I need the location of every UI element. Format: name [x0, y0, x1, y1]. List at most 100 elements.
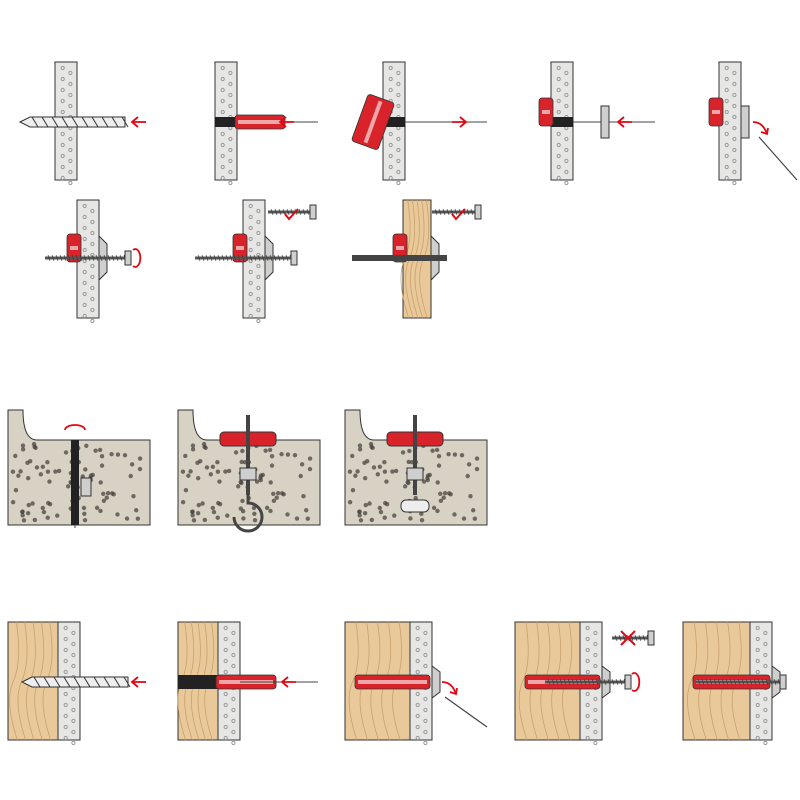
- arrow-left-icon: [130, 676, 146, 688]
- aggregate-dot: [202, 517, 208, 523]
- board-dot: [90, 208, 95, 214]
- board-dot: [396, 169, 401, 175]
- board-dot: [396, 147, 401, 153]
- aggregate-dot: [26, 502, 31, 508]
- screw-thread: [713, 678, 717, 686]
- board-dot: [724, 120, 729, 126]
- board-dot: [564, 70, 569, 76]
- drilled-hole: [178, 675, 220, 689]
- aggregate-dot: [190, 447, 196, 452]
- board-dot: [415, 713, 420, 719]
- board-dot: [724, 142, 729, 148]
- board-dot: [90, 263, 95, 269]
- screw-thread: [225, 254, 229, 262]
- board-dot: [564, 180, 569, 186]
- board-dot: [585, 636, 590, 642]
- board-dot: [724, 65, 729, 71]
- aggregate-dot: [377, 464, 383, 469]
- screw-thread: [583, 678, 587, 686]
- aggregate-dot: [435, 508, 440, 514]
- screw-thread: [245, 254, 249, 262]
- board-dot: [63, 658, 68, 664]
- screw-thread: [454, 208, 458, 216]
- board-dot: [388, 65, 393, 71]
- row3-step-2: [177, 409, 321, 533]
- aggregate-dot: [191, 518, 197, 523]
- arrow-left-icon: [130, 116, 146, 128]
- screw-thread: [571, 678, 575, 686]
- screw-thread: [745, 678, 749, 686]
- screw-head: [474, 204, 482, 220]
- board-dot: [228, 103, 233, 109]
- aggregate-dot: [292, 453, 298, 458]
- screw-thread: [111, 254, 115, 262]
- aggregate-dot: [307, 466, 313, 472]
- board-dot: [388, 131, 393, 137]
- board-dot: [223, 702, 228, 708]
- row3-step-1: [7, 409, 151, 528]
- drilled-hole: [383, 117, 405, 127]
- board-dot: [763, 663, 768, 669]
- aggregate-dot: [20, 447, 26, 452]
- board-dot: [82, 214, 87, 220]
- board-dot: [593, 718, 598, 724]
- screw-thread: [83, 254, 87, 262]
- board-dot: [556, 164, 561, 170]
- cross-icon: [620, 630, 636, 646]
- board-dot: [585, 669, 590, 675]
- board-dot: [71, 652, 76, 658]
- aggregate-dot: [190, 509, 195, 515]
- board-dot: [68, 169, 73, 175]
- screw-thread: [237, 254, 241, 262]
- board-dot: [256, 208, 261, 214]
- aggregate-dot: [45, 460, 50, 465]
- screw-thread: [769, 678, 773, 686]
- screw-thread: [615, 678, 619, 686]
- aggregate-dot: [425, 477, 430, 483]
- aggregate-dot: [382, 515, 387, 520]
- bolt: [352, 255, 447, 261]
- board-dot: [593, 729, 598, 735]
- aggregate-dot: [45, 469, 51, 474]
- screw-thread: [607, 678, 611, 686]
- board-dot: [228, 158, 233, 164]
- screw-thread: [611, 678, 615, 686]
- aggregate-dot: [210, 505, 215, 511]
- screw-thread: [438, 208, 442, 216]
- plug-channel: [70, 246, 78, 250]
- screw-thread: [709, 678, 713, 686]
- aggregate-dot: [238, 479, 243, 485]
- drill-flute: [121, 116, 129, 128]
- aggregate-dot: [208, 472, 214, 477]
- board-dot: [90, 241, 95, 247]
- board-dot: [396, 81, 401, 87]
- drill-flute: [33, 676, 41, 688]
- drill-flute: [111, 116, 119, 128]
- aggregate-dot: [358, 518, 364, 523]
- board-dot: [556, 76, 561, 82]
- board-dot: [388, 76, 393, 82]
- board-dot: [724, 131, 729, 137]
- aggregate-dot: [350, 488, 356, 493]
- aggregate-dot: [382, 469, 388, 474]
- aggregate-dot: [215, 515, 220, 520]
- aggregate-dot: [211, 509, 217, 515]
- board-dot: [732, 70, 737, 76]
- board-dot: [593, 696, 598, 702]
- board-dot: [90, 285, 95, 291]
- board-dot: [223, 691, 228, 697]
- aggregate-dot: [299, 462, 305, 467]
- drill-flute: [101, 116, 109, 128]
- board-dot: [415, 702, 420, 708]
- screw-head: [779, 674, 787, 690]
- board-dot: [585, 625, 590, 631]
- aggregate-dot: [40, 464, 46, 469]
- aggregate-dot: [13, 453, 18, 459]
- plug-channel: [238, 120, 282, 124]
- screw-thread: [765, 678, 769, 686]
- aggregate-dot: [371, 465, 377, 470]
- board-dot: [228, 81, 233, 87]
- board-dot: [82, 302, 87, 308]
- aggregate-dot: [183, 488, 189, 493]
- screw-thread: [87, 254, 91, 262]
